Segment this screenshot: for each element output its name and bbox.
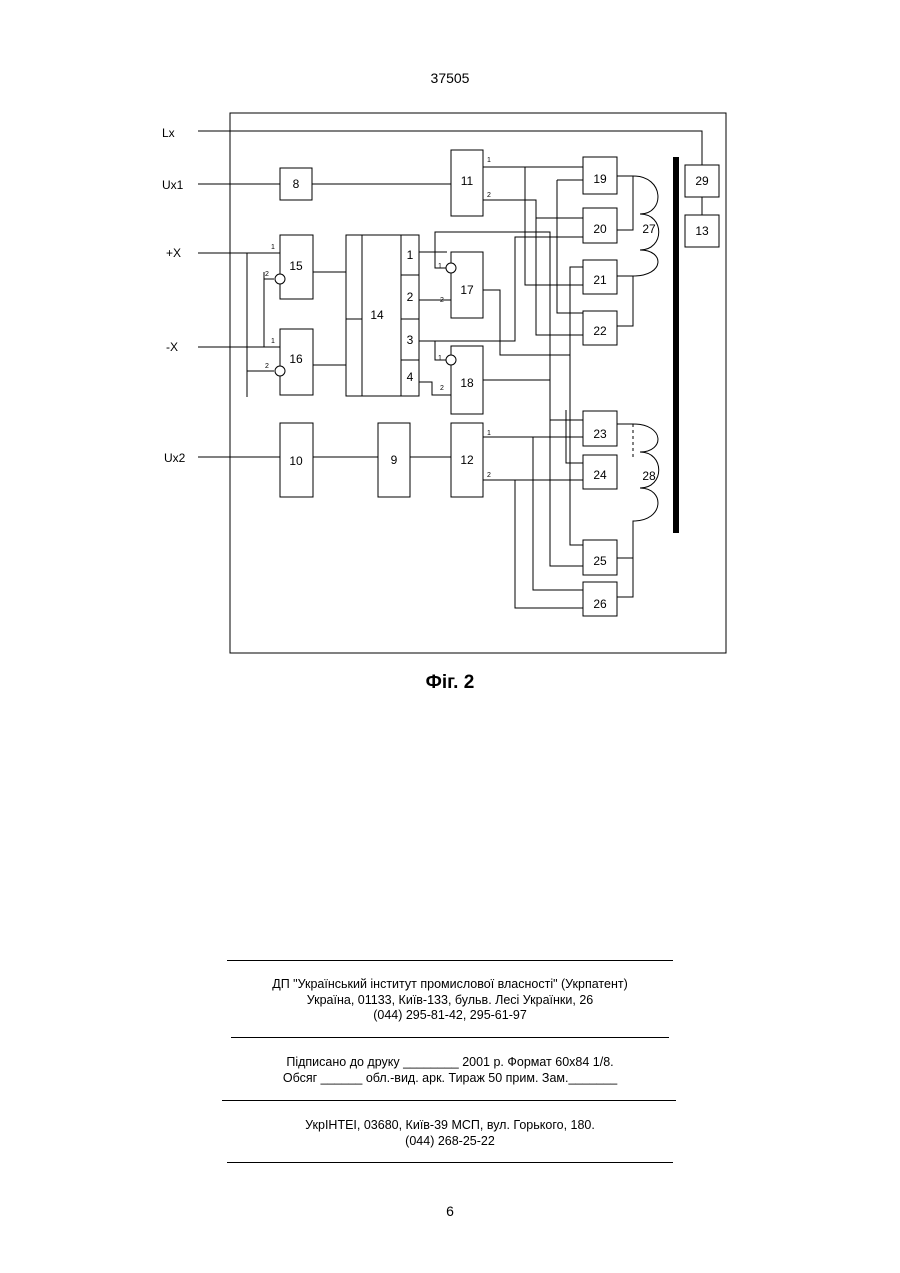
pin-label: 2 (265, 271, 269, 278)
block-13-label: 13 (695, 224, 709, 238)
block-18-label: 18 (460, 376, 474, 390)
block-23-label: 23 (593, 427, 607, 441)
inverter-16-icon (275, 366, 285, 376)
block-19-label: 19 (593, 172, 607, 186)
imprint-print-info: Підписано до друку ________ 2001 р. Форм… (0, 1055, 900, 1086)
inverter-18-icon (446, 355, 456, 365)
divider (227, 960, 673, 961)
signal-ux1-label: Ux1 (162, 178, 184, 192)
signal-plus-x-label: +X (166, 246, 181, 260)
block-diagram: Lx Ux1 +X -X Ux2 (0, 0, 900, 700)
block-10-label: 10 (289, 454, 303, 468)
pin-label: 2 (487, 472, 491, 479)
coil-28-icon (633, 424, 659, 558)
pin-label: 2 (440, 385, 444, 392)
imprint-publisher: ДП "Український інститут промислової вла… (0, 977, 900, 1024)
pin-label: 1 (487, 430, 491, 437)
coil-27-label: 27 (642, 222, 656, 236)
divider (231, 1037, 669, 1038)
page-number: 6 (0, 1203, 900, 1219)
signal-minus-x-label: -X (166, 340, 178, 354)
inverter-17-icon (446, 263, 456, 273)
pin-label: 1 (438, 263, 442, 270)
block-14-label: 14 (370, 308, 384, 322)
publisher-phone: (044) 295-81-42, 295-61-97 (0, 1008, 900, 1024)
print-volume-line: Обсяг ______ обл.-вид. арк. Тираж 50 при… (0, 1071, 900, 1087)
block-24-label: 24 (593, 468, 607, 482)
divider (227, 1162, 673, 1163)
printer-phone: (044) 268-25-22 (0, 1134, 900, 1150)
figure-caption: Фіг. 2 (0, 672, 900, 694)
block-22-label: 22 (593, 324, 607, 338)
pin-label: 1 (271, 338, 275, 345)
pin-label: 2 (440, 297, 444, 304)
printer-address: УкрІНТЕІ, 03680, Київ-39 МСП, вул. Горьк… (0, 1118, 900, 1134)
pin-label: 1 (438, 355, 442, 362)
block-17-label: 17 (460, 283, 474, 297)
block-11-label: 11 (461, 174, 474, 188)
block-14-output-2: 2 (407, 290, 414, 304)
block-20-label: 20 (593, 222, 607, 236)
pin-label: 2 (487, 192, 491, 199)
pin-label: 1 (487, 157, 491, 164)
signal-lx-label: Lx (162, 126, 175, 140)
block-15-label: 15 (289, 259, 303, 273)
block-8-label: 8 (293, 177, 300, 191)
divider (222, 1100, 676, 1101)
print-signed-line: Підписано до друку ________ 2001 р. Форм… (0, 1055, 900, 1071)
block-14-output-4: 4 (407, 370, 414, 384)
pin-label: 1 (271, 244, 275, 251)
block-12-label: 12 (460, 453, 474, 467)
block-16-label: 16 (289, 352, 303, 366)
block-14-output-1: 1 (407, 248, 414, 262)
connection-wires (198, 131, 702, 608)
inverter-15-icon (275, 274, 285, 284)
pin-label: 2 (265, 363, 269, 370)
block-25-label: 25 (593, 554, 607, 568)
block-14-output-3: 3 (407, 333, 414, 347)
bus-bar (673, 157, 679, 533)
block-9-label: 9 (391, 453, 398, 467)
coil-28-label: 28 (642, 469, 656, 483)
publisher-org: ДП "Український інститут промислової вла… (0, 977, 900, 993)
block-21-label: 21 (593, 273, 607, 287)
publisher-address: Україна, 01133, Київ-133, бульв. Лесі Ук… (0, 993, 900, 1009)
imprint-printer: УкрІНТЕІ, 03680, Київ-39 МСП, вул. Горьк… (0, 1118, 900, 1149)
block-29-label: 29 (695, 174, 709, 188)
block-26-label: 26 (593, 597, 607, 611)
signal-ux2-label: Ux2 (164, 451, 186, 465)
